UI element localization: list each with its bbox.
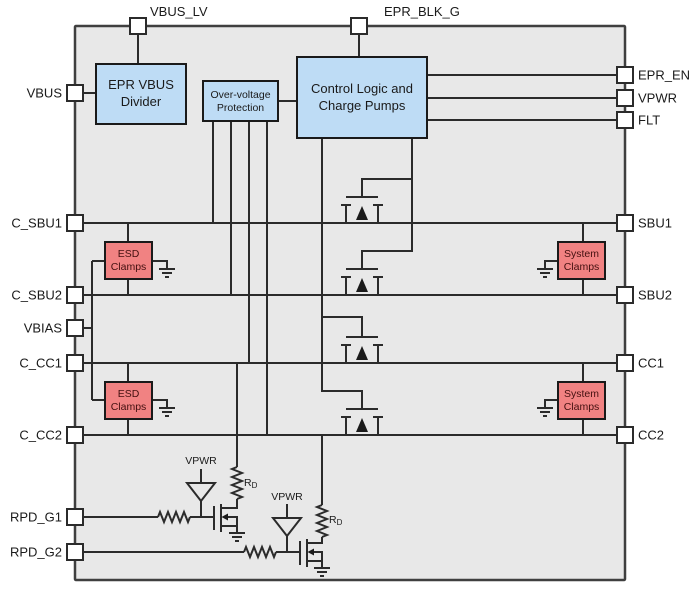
right-pins: EPR_EN VPWR FLT SBU1 SBU2 CC1 CC2	[616, 66, 690, 444]
rd2-label-main: R	[329, 514, 337, 526]
pin-label-vbus-lv: VBUS_LV	[150, 4, 208, 19]
block-esd-clamps-2: ESD Clamps	[104, 381, 153, 420]
ovp-box	[202, 80, 279, 122]
rd1-label: RD	[244, 477, 258, 490]
nmos1-body-arrow	[221, 513, 228, 521]
pin-square-vpwr	[616, 89, 634, 107]
pin-square-vbus	[66, 84, 84, 102]
nmos1-body	[228, 516, 238, 526]
pin-epr-blk-g: EPR_BLK_G	[350, 4, 460, 35]
control-logic-label1: Control Logic and	[311, 81, 413, 96]
pin-square-rpd-g2	[66, 543, 84, 561]
block-esd-clamps-1: ESD Clamps	[104, 241, 153, 280]
pin-square-c-sbu2	[66, 286, 84, 304]
pin-square-sbu1	[616, 214, 634, 232]
block-system-clamps-2: System Clamps	[557, 381, 606, 420]
sys1-label1: System	[564, 248, 599, 260]
gate-drive-cc	[321, 138, 363, 409]
esd1-box	[104, 241, 153, 280]
system-ground-stubs	[544, 260, 558, 408]
vpwr1-label: VPWR	[185, 455, 217, 467]
control-logic-box	[296, 56, 428, 139]
nmos1-drain	[221, 499, 238, 509]
pin-label-c-sbu1: C_SBU1	[11, 216, 62, 231]
pin-square-c-sbu1	[66, 214, 84, 232]
rd1-label-main: R	[244, 477, 252, 489]
esd2-label1: ESD	[118, 388, 140, 400]
epr-vbus-divider-label2: Divider	[121, 94, 162, 109]
sys2-label2: Clamps	[564, 401, 600, 413]
vpwr2-triangle	[270, 517, 304, 538]
epr-vbus-divider-box	[95, 63, 187, 125]
rpd-g2-branch	[83, 435, 331, 577]
epr-vbus-divider-label1: EPR VBUS	[108, 77, 174, 92]
pin-label-sbu2: SBU2	[638, 288, 672, 303]
pin-square-c-cc2	[66, 426, 84, 444]
pin-label-c-sbu2: C_SBU2	[11, 288, 62, 303]
rpd-g1-branch	[83, 363, 246, 542]
pin-label-c-cc1: C_CC1	[19, 356, 62, 371]
pin-label-sbu1: SBU1	[638, 216, 672, 231]
pin-label-cc2: CC2	[638, 428, 664, 443]
pin-label-rpd-g2: RPD_G2	[10, 545, 62, 560]
pin-label-cc1: CC1	[638, 356, 664, 371]
nmos2-drain	[307, 537, 323, 544]
rd2-resistor	[314, 504, 330, 538]
rd1-resistor	[229, 466, 245, 500]
pin-square-c-cc1	[66, 354, 84, 372]
pin-label-vbias: VBIAS	[24, 321, 63, 336]
ovp-label2: Protection	[217, 102, 264, 114]
rd2-label: RD	[329, 514, 343, 527]
vpwr1-triangle	[184, 482, 218, 503]
sys1-label2: Clamps	[564, 261, 600, 273]
control-logic-label2: Charge Pumps	[319, 98, 406, 113]
pin-square-vbias	[66, 319, 84, 337]
pin-label-vpwr: VPWR	[638, 91, 677, 106]
rpd-g2-series-resistor	[243, 544, 277, 560]
rd2-label-sub: D	[337, 518, 343, 527]
pin-square-cc1	[616, 354, 634, 372]
rpd-g1-series-resistor	[157, 509, 191, 525]
left-pins: VBUS C_SBU1 C_SBU2 VBIAS C_CC1 C_CC2 RPD…	[10, 84, 84, 561]
pin-square-vbus-lv	[129, 17, 147, 35]
esd-ground-stubs	[152, 260, 168, 408]
esd2-label2: Clamps	[111, 401, 147, 413]
sys2-box	[557, 381, 606, 420]
pin-label-epr-blk-g: EPR_BLK_G	[384, 4, 460, 19]
pin-square-epr-blk-g	[350, 17, 368, 35]
block-epr-vbus-divider: EPR VBUS Divider	[95, 63, 187, 125]
net-vbias	[83, 260, 105, 401]
sys2-label1: System	[564, 388, 599, 400]
nmos2-body-arrow	[307, 548, 314, 556]
ovp-output-verticals	[212, 121, 268, 435]
block-over-voltage-protection: Over-voltage Protection	[202, 80, 279, 122]
pin-label-flt: FLT	[638, 113, 660, 128]
pin-square-sbu2	[616, 286, 634, 304]
rd1-label-sub: D	[252, 481, 258, 490]
wires	[83, 34, 617, 436]
vpwr2-label: VPWR	[271, 491, 303, 503]
esd2-box	[104, 381, 153, 420]
pin-label-c-cc2: C_CC2	[19, 428, 62, 443]
pin-square-flt	[616, 111, 634, 129]
esd1-label2: Clamps	[111, 261, 147, 273]
pin-vbus-lv: VBUS_LV	[129, 4, 208, 35]
pin-label-epr-en: EPR_EN	[638, 68, 690, 83]
ovp-label1: Over-voltage	[210, 89, 270, 101]
sys1-box	[557, 241, 606, 280]
pin-square-epr-en	[616, 66, 634, 84]
gate-drive-sbu	[361, 138, 413, 269]
nmos1-source	[221, 525, 238, 533]
block-system-clamps-1: System Clamps	[557, 241, 606, 280]
pin-square-cc2	[616, 426, 634, 444]
esd1-label1: ESD	[118, 248, 140, 260]
nmos2-body	[314, 551, 323, 561]
pin-label-vbus: VBUS	[27, 86, 63, 101]
block-control-logic: Control Logic and Charge Pumps	[296, 56, 428, 139]
pin-label-rpd-g1: RPD_G1	[10, 510, 62, 525]
pin-square-rpd-g1	[66, 508, 84, 526]
nmos2-source	[307, 560, 323, 568]
